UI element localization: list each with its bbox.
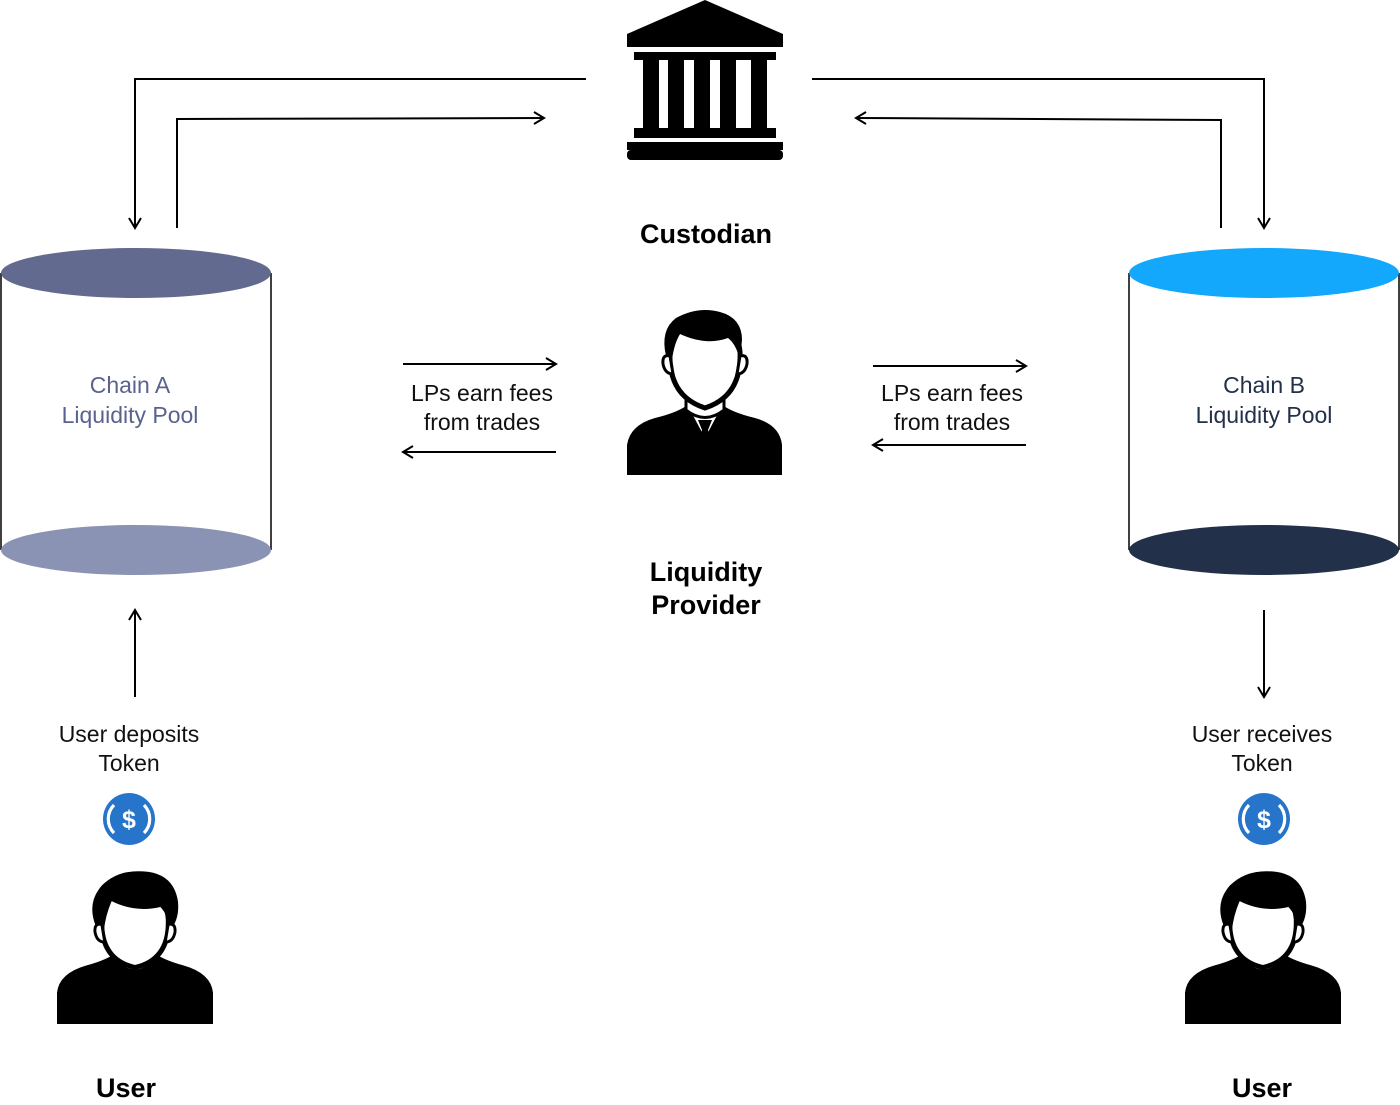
user-left-label: User — [95, 1073, 157, 1103]
lp-fees-right-line-2: from trades — [893, 409, 1011, 435]
lp-fees-right-label: LPs earn fees from trades — [852, 379, 1052, 437]
chain-a-pool-label: Chain A Liquidity Pool — [0, 370, 260, 430]
bank-icon — [627, 0, 783, 160]
link-chain-a-to-custodian — [176, 117, 545, 228]
liquidity-provider-label: Liquidity Provider — [556, 556, 856, 622]
chain-b-pool-label: Chain B Liquidity Pool — [1134, 370, 1394, 430]
usdc-token-icon-right: $ — [1238, 793, 1290, 845]
chain-a-cylinder — [0, 248, 272, 575]
user-right-label: User — [1231, 1073, 1293, 1103]
link-custodian-to-chain-a — [134, 78, 586, 228]
user-icon-right — [1185, 871, 1341, 1024]
liquidity-provider-line-1: Liquidity — [649, 557, 763, 587]
deposit-arrow — [128, 608, 142, 697]
user-deposits-line-2: Token — [98, 750, 160, 776]
receive-arrow — [1257, 610, 1271, 699]
lp-arrows-left — [401, 357, 558, 459]
chain-b-pool-line-2: Liquidity Pool — [1195, 402, 1333, 428]
chain-a-pool-line-1: Chain A — [89, 372, 171, 398]
user-receives-line-1: User receives — [1191, 721, 1333, 747]
usdc-token-icon-left: $ — [103, 793, 155, 845]
user-deposits-label: User deposits Token — [19, 720, 239, 778]
svg-text:$: $ — [1257, 806, 1271, 834]
user-icon-left — [57, 871, 213, 1024]
chain-b-cylinder — [1128, 248, 1400, 575]
lp-arrows-right — [871, 359, 1028, 452]
user-receives-line-2: Token — [1231, 750, 1293, 776]
user-deposits-line-1: User deposits — [58, 721, 200, 747]
user-receives-label: User receives Token — [1152, 720, 1372, 778]
chain-b-pool-line-1: Chain B — [1223, 372, 1305, 398]
lp-fees-right-line-1: LPs earn fees — [881, 380, 1023, 406]
svg-text:$: $ — [122, 806, 136, 834]
custodian-label: Custodian — [640, 219, 772, 249]
liquidity-provider-line-2: Provider — [651, 590, 761, 620]
lp-fees-left-line-2: from trades — [423, 409, 541, 435]
link-custodian-to-chain-b — [812, 78, 1265, 228]
link-chain-b-to-custodian — [855, 117, 1222, 228]
chain-a-pool-line-2: Liquidity Pool — [61, 402, 199, 428]
lp-fees-left-line-1: LPs earn fees — [411, 380, 553, 406]
business-person-icon — [627, 310, 782, 475]
lp-fees-left-label: LPs earn fees from trades — [382, 379, 582, 437]
